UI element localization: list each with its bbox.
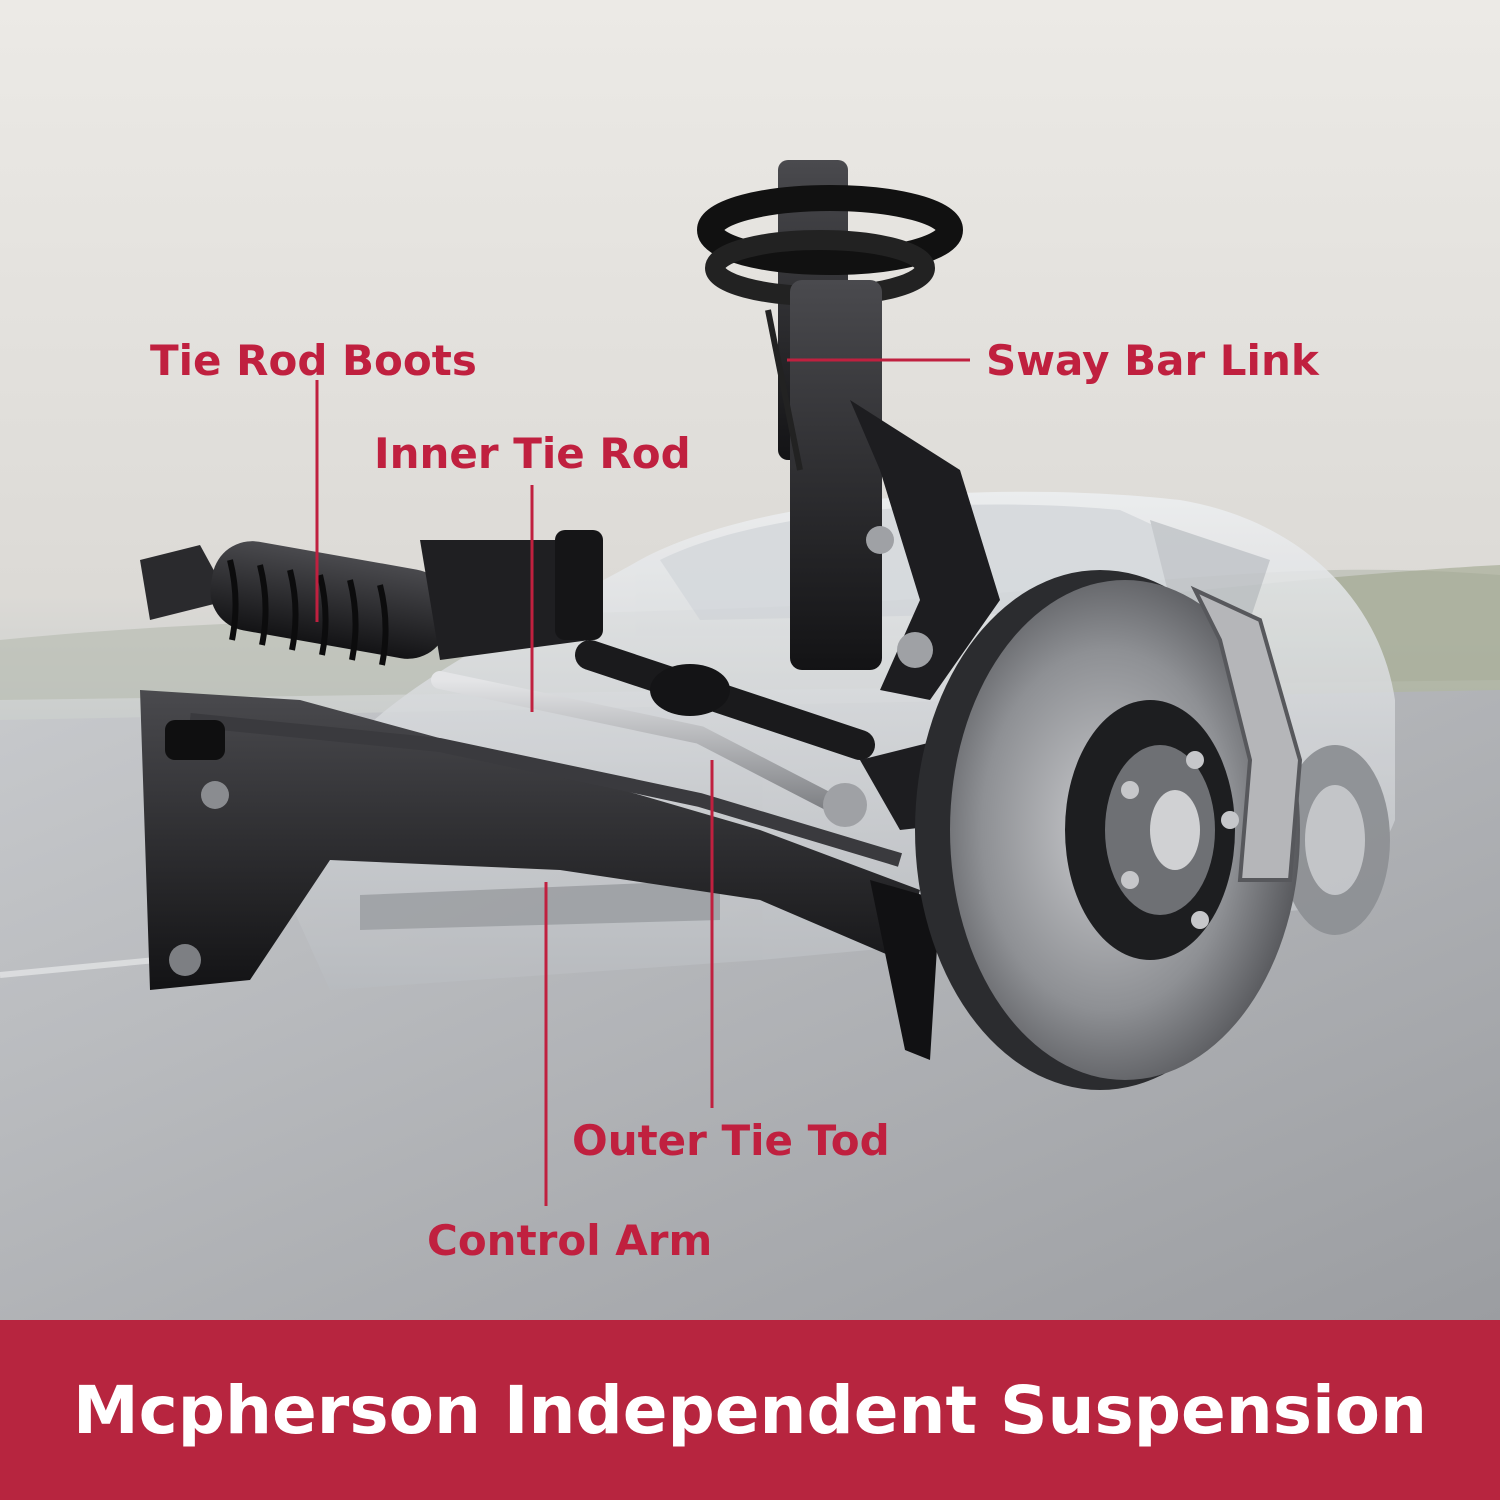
callout-control-arm: Control Arm: [427, 1216, 713, 1265]
scene-illustration: [0, 0, 1500, 1320]
callout-inner-tie-rod: Inner Tie Rod: [374, 429, 691, 478]
callout-tie-rod-boots: Tie Rod Boots: [150, 336, 477, 385]
callout-sway-bar-link: Sway Bar Link: [986, 336, 1319, 385]
banner-title: Mcpherson Independent Suspension: [72, 1371, 1428, 1449]
brake-rotor-illustration: [915, 570, 1303, 1090]
strut-assembly-illustration: [697, 160, 1000, 700]
leader-lines: [315, 358, 970, 1206]
callout-outer-tie-rod: Outer Tie Tod: [572, 1116, 890, 1165]
steering-rack-illustration: [140, 530, 603, 666]
title-banner: Mcpherson Independent Suspension: [0, 1320, 1500, 1500]
control-arm-illustration: [140, 690, 940, 1060]
